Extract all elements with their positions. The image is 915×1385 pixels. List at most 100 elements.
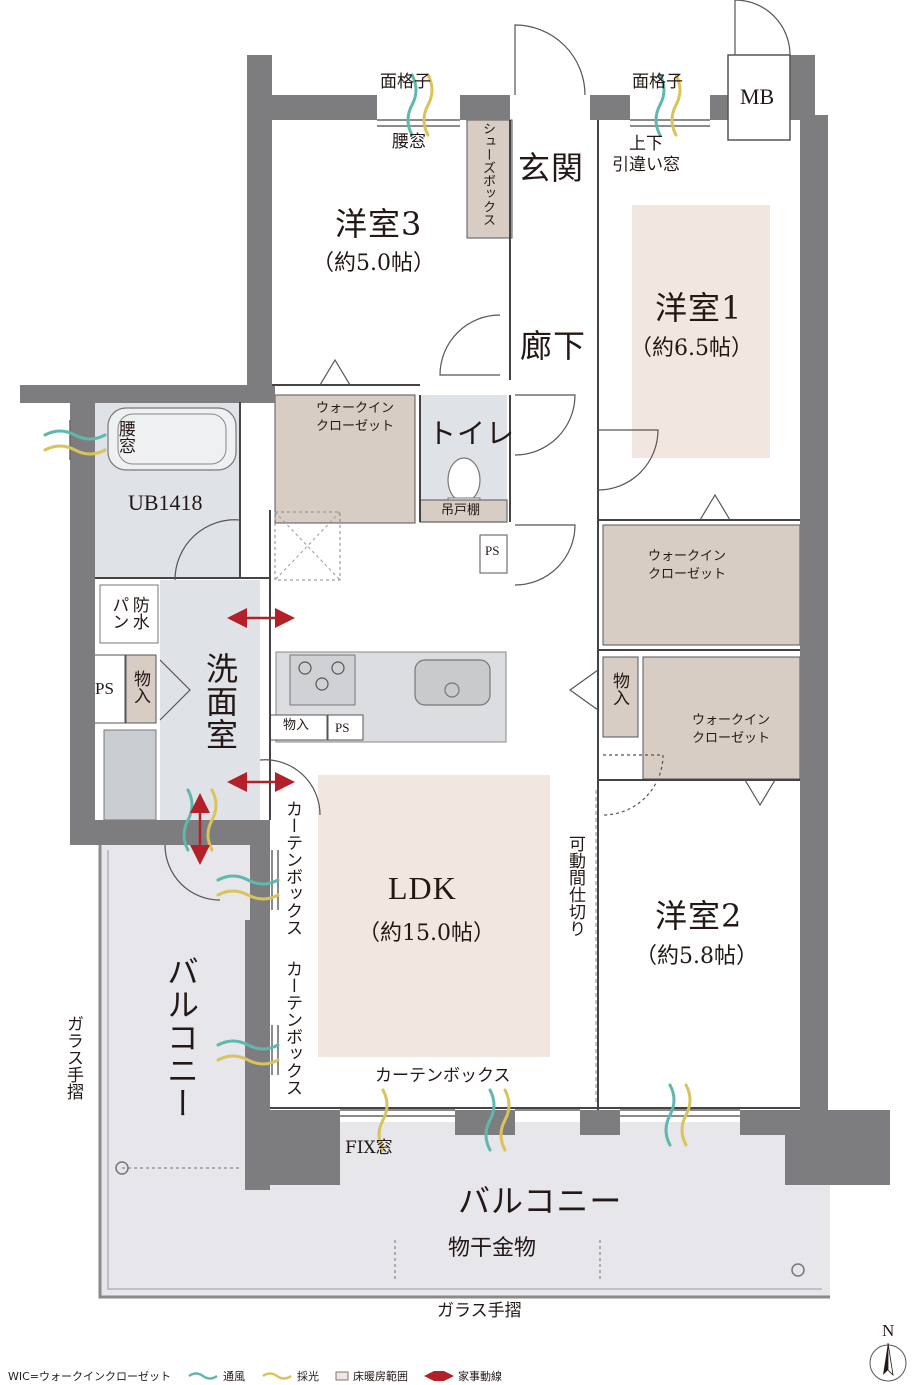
- curtain-box-3-label: カーテンボックス: [375, 1066, 511, 1086]
- partitions: [95, 120, 800, 1110]
- legend-abbr: WIC=ウォークインクローゼット: [8, 1368, 171, 1384]
- ldk-name: LDK: [388, 870, 457, 906]
- washroom-label: 洗面室: [201, 652, 239, 751]
- ps-kitchen-box: [327, 714, 364, 741]
- daylight-mark: [43, 444, 107, 456]
- legend-ventilation: 通風: [187, 1368, 245, 1384]
- waist-window-top-label: 腰窓: [392, 132, 426, 152]
- refrigerator-space: [274, 511, 341, 581]
- curtain-box-1-label: カーテンボックス: [282, 800, 302, 936]
- compass-needle-right: [887, 1342, 894, 1377]
- north-label: N: [882, 1321, 895, 1340]
- storage-wash-label: 物入: [130, 670, 150, 704]
- mb-door: [734, 0, 791, 56]
- entrance-label: 玄関: [518, 149, 585, 187]
- western1-door: [597, 429, 659, 491]
- legend-daylight: 採光: [261, 1368, 319, 1384]
- refrigerator-cross: [274, 511, 341, 581]
- bath-door: [174, 519, 241, 581]
- washing-machine-space: [103, 729, 157, 821]
- burner: [298, 661, 312, 675]
- drain-icon: [791, 1263, 805, 1277]
- fix-window-label: FIX窓: [345, 1138, 393, 1158]
- western1-name: 洋室1: [655, 289, 743, 327]
- curtain-box-2-label: カーテンボックス: [282, 960, 302, 1096]
- ps-kitchen-label: PS: [335, 720, 350, 735]
- floor-heating-ldk: [318, 775, 550, 1057]
- legend-floor-heating-text: 床暖房範囲: [353, 1370, 409, 1383]
- bathtub: [107, 407, 237, 471]
- ventilation-legend-icon: [188, 1372, 218, 1380]
- legend-abbr-text: WIC=ウォークインクローゼット: [8, 1370, 172, 1383]
- western1-size: （約6.5帖）: [630, 336, 753, 361]
- wic-right-upper: [602, 524, 801, 646]
- daylight-mark: [422, 73, 434, 137]
- glass-rail-left-label: ガラス手摺: [63, 1015, 83, 1100]
- western3-door: [439, 314, 501, 376]
- ps-toilet-box: [479, 534, 508, 574]
- wic-top-label: ウォークイン クローゼット: [316, 401, 395, 435]
- ventilation-mark: [216, 874, 280, 886]
- front-door: [514, 24, 586, 96]
- wic-right-upper-label: ウォークイン クローゼット: [648, 549, 727, 583]
- daylight-mark: [216, 1054, 280, 1066]
- ldk-size: （約15.0帖）: [358, 921, 495, 946]
- storage-right: [602, 656, 639, 738]
- waterproof-pan-label: 防水 パン: [108, 596, 149, 630]
- legend-housework-text: 家事動線: [458, 1370, 503, 1383]
- ventilation-mark: [484, 1088, 496, 1152]
- daylight-mark: [499, 1088, 511, 1152]
- sink-drain: [444, 682, 460, 698]
- legend-daylight-text: 採光: [297, 1370, 320, 1383]
- ventilation-mark: [216, 1039, 280, 1051]
- waist-window-bath-label: 腰窓: [115, 420, 135, 454]
- hall-door: [514, 524, 576, 586]
- wic-door-lower: [744, 779, 776, 807]
- ps-toilet-label: PS: [485, 543, 500, 558]
- daylight-legend-icon: [262, 1372, 292, 1380]
- ventilation-mark: [406, 73, 418, 137]
- wic-right-lower: [642, 656, 801, 780]
- storage-right-label: 物入: [609, 672, 629, 706]
- legend-floor-heating: 床暖房範囲: [335, 1368, 408, 1384]
- legend-ventilation-text: 通風: [223, 1370, 246, 1383]
- housework-legend-icon: [424, 1371, 455, 1381]
- storage-door-right: [568, 669, 599, 711]
- mb-label: MB: [740, 84, 775, 109]
- balcony-door: [164, 844, 221, 901]
- daylight-mark: [216, 889, 280, 901]
- burner: [315, 677, 329, 691]
- doors: [159, 0, 791, 901]
- compass-needle: [883, 1343, 888, 1375]
- wic-door-top: [319, 358, 351, 386]
- shoe-box-label: シューズボックス: [480, 122, 495, 226]
- ps-left-box: [89, 654, 126, 724]
- toilet-door: [514, 394, 576, 456]
- daylight-mark: [670, 73, 682, 137]
- balcony-side-area: [100, 845, 250, 1145]
- shoe-box: [466, 119, 513, 239]
- balcony-main-area: [100, 1122, 830, 1297]
- storage-wash: [125, 654, 157, 724]
- movable-partition-label: 可動間仕切り: [565, 835, 585, 937]
- lattice-right-label: 面格子: [632, 72, 683, 92]
- western3-name: 洋室3: [335, 205, 423, 243]
- slide-window-label: 上下 引違い窓: [612, 134, 680, 176]
- western2-name: 洋室2: [655, 897, 743, 935]
- glass-rail-bottom-label: ガラス手摺: [437, 1301, 522, 1321]
- glass-handrail-inner: [107, 850, 822, 1290]
- walls: [20, 55, 890, 1190]
- housework-arrows: [190, 608, 295, 865]
- storage-door-wash: [159, 659, 191, 721]
- floor-heating-western1: [632, 205, 770, 458]
- ventilation-mark: [664, 1083, 676, 1147]
- daylight-mark: [680, 1083, 692, 1147]
- wic-door-right: [699, 493, 731, 521]
- legend-housework: 家事動線: [424, 1368, 502, 1384]
- toilet-bowl: [447, 457, 481, 503]
- windows: [69, 119, 740, 1117]
- ventilation-mark: [43, 429, 107, 441]
- waterproof-pan: [99, 584, 159, 644]
- stove: [289, 654, 356, 706]
- wic-right-lower-label: ウォークイン クローゼット: [692, 713, 771, 747]
